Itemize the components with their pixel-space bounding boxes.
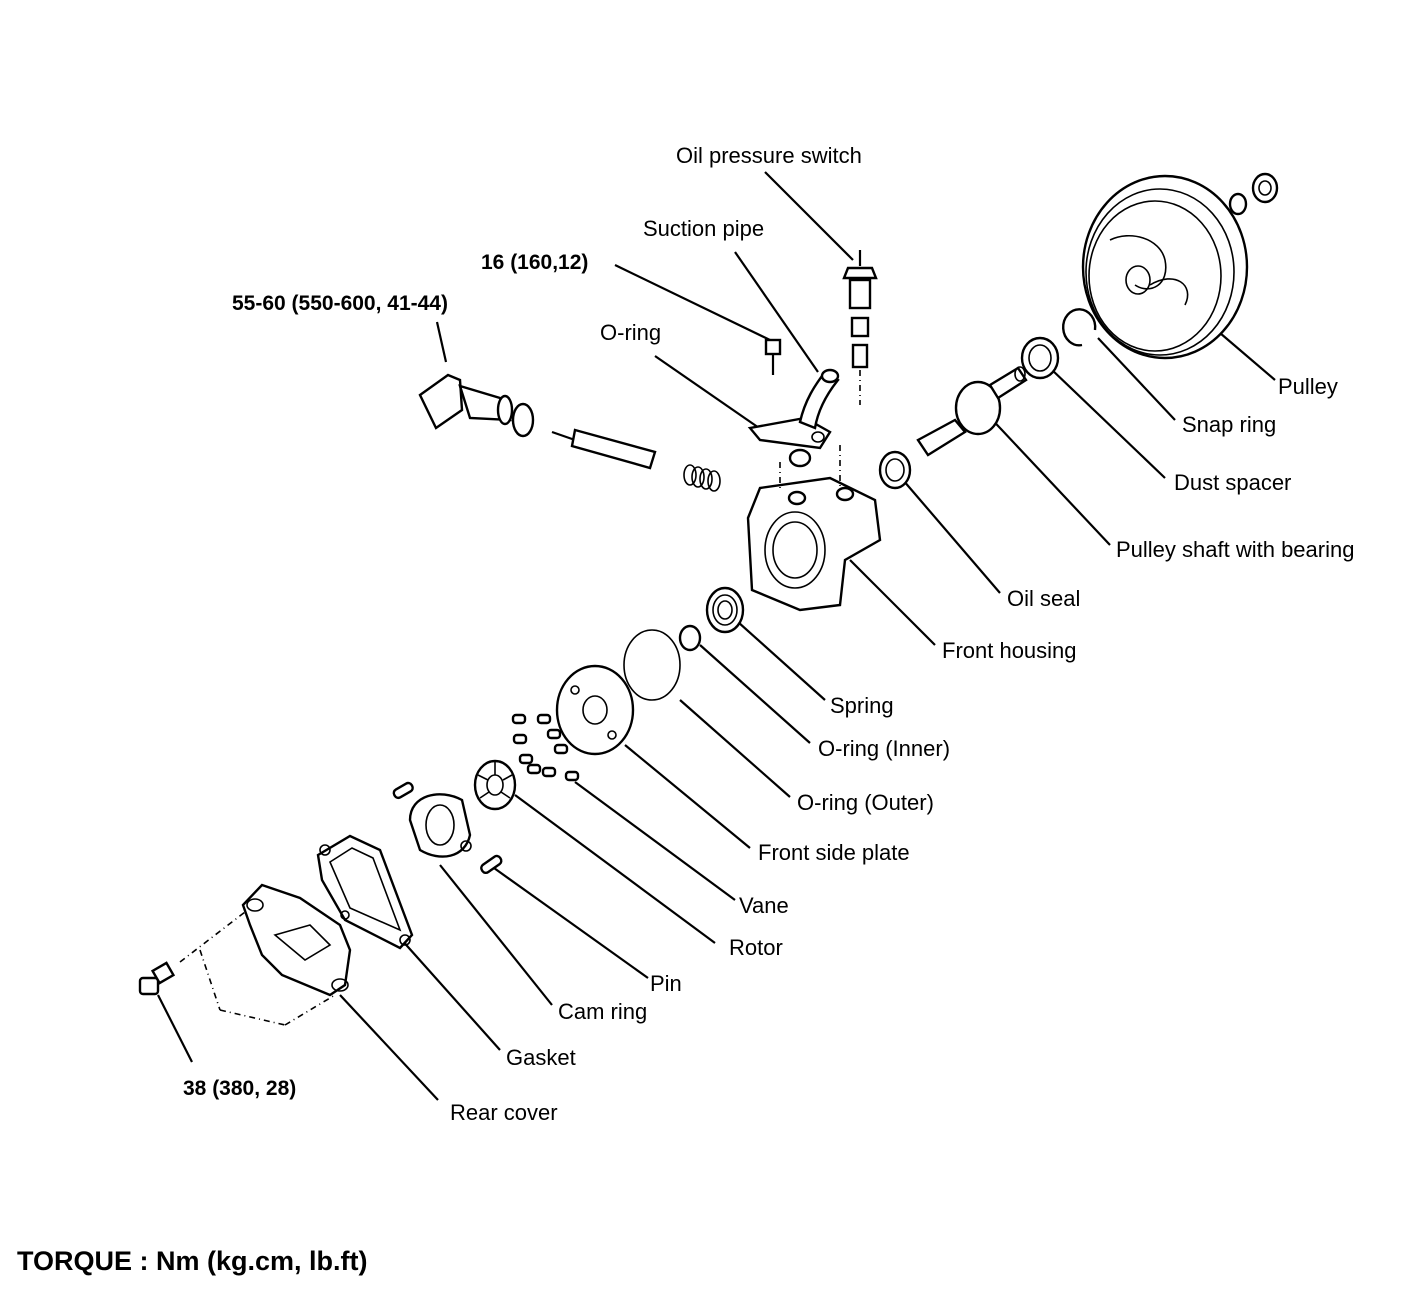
label-cam-ring: Cam ring [558,999,648,1024]
rear-cover-part [179,883,352,1026]
oil-pressure-switch-part [842,250,878,405]
gasket-part [316,834,414,950]
rear-bolt-part [138,961,176,996]
snap-ring-part [1061,308,1097,347]
suction-o-ring [788,448,812,468]
label-torque-38: 38 (380, 28) [183,1077,297,1100]
o-ring-inner-part [678,624,702,652]
front-housing-part [746,445,882,612]
label-torque-16: 16 (160,12) [481,251,589,274]
label-rotor: Rotor [729,935,783,960]
flow-valve-part [551,428,657,470]
leader-lines [157,171,1276,1101]
front-side-plate-part [555,664,635,756]
label-rear-cover: Rear cover [450,1100,558,1125]
oil-seal-part [878,450,912,490]
label-vane: Vane [739,893,789,918]
pulley-part [1081,174,1249,360]
label-o-ring: O-ring [600,320,662,345]
cam-ring-pin [392,781,414,800]
label-front-side-plate: Front side plate [758,840,910,865]
label-pulley: Pulley [1278,374,1338,399]
label-oil-pressure-switch: Oil pressure switch [676,143,862,168]
label-pin: Pin [650,971,682,996]
suction-pipe-part [747,368,840,450]
label-oil-seal: Oil seal [1007,586,1081,611]
label-spring: Spring [830,693,894,718]
label-o-ring-inner: O-ring (Inner) [818,736,951,761]
label-torque-55-60: 55-60 (550-600, 41-44) [232,292,448,315]
valve-spring-part [683,464,721,492]
label-pulley-shaft: Pulley shaft with bearing [1116,537,1355,562]
label-snap-ring: Snap ring [1182,412,1277,437]
cam-ring-part [408,793,472,858]
dust-spacer-part [1020,336,1060,380]
torque-units-footer: TORQUE : Nm (kg.cm, lb.ft) [17,1246,368,1276]
label-gasket: Gasket [506,1045,576,1070]
label-dust-spacer: Dust spacer [1174,470,1292,495]
pulley-nut-washer [1228,172,1279,216]
rotor-part [473,759,517,811]
pulley-shaft-part [916,366,1028,457]
pin-part [480,854,503,875]
suction-pipe-bolt [764,338,782,375]
vane-parts [511,713,580,782]
o-ring-outer-part [623,629,681,701]
label-suction-pipe: Suction pipe [643,216,765,241]
plug-o-ring [511,402,535,438]
label-front-housing: Front housing [942,638,1077,663]
connector-plug-part [418,373,514,430]
spring-part [705,586,745,634]
label-o-ring-outer: O-ring (Outer) [797,790,934,815]
